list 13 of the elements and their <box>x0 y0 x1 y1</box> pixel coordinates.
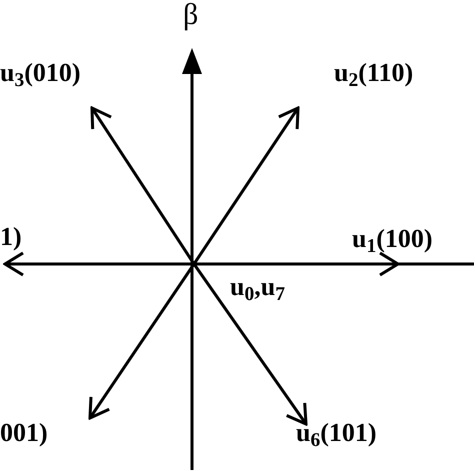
vector-label: u$_{2}$(110) <box>334 60 414 86</box>
vector-arrow <box>90 106 196 265</box>
vector-arrow <box>88 263 196 420</box>
vector-arrow <box>192 106 300 265</box>
axis-label: β <box>183 0 198 30</box>
vector-label: 1) <box>0 224 22 250</box>
zero-vector-label: u$_{0}$,u$_{7}$ <box>230 274 285 300</box>
vector-label: 001) <box>0 420 48 446</box>
vector-label: u$_{6}$(101) <box>296 420 377 446</box>
vector-arrow <box>194 252 400 276</box>
vector-arrow <box>192 263 308 426</box>
vector-label: u$_{1}$(100) <box>352 226 433 252</box>
vector-label: u$_{3}$(010) <box>0 60 81 86</box>
